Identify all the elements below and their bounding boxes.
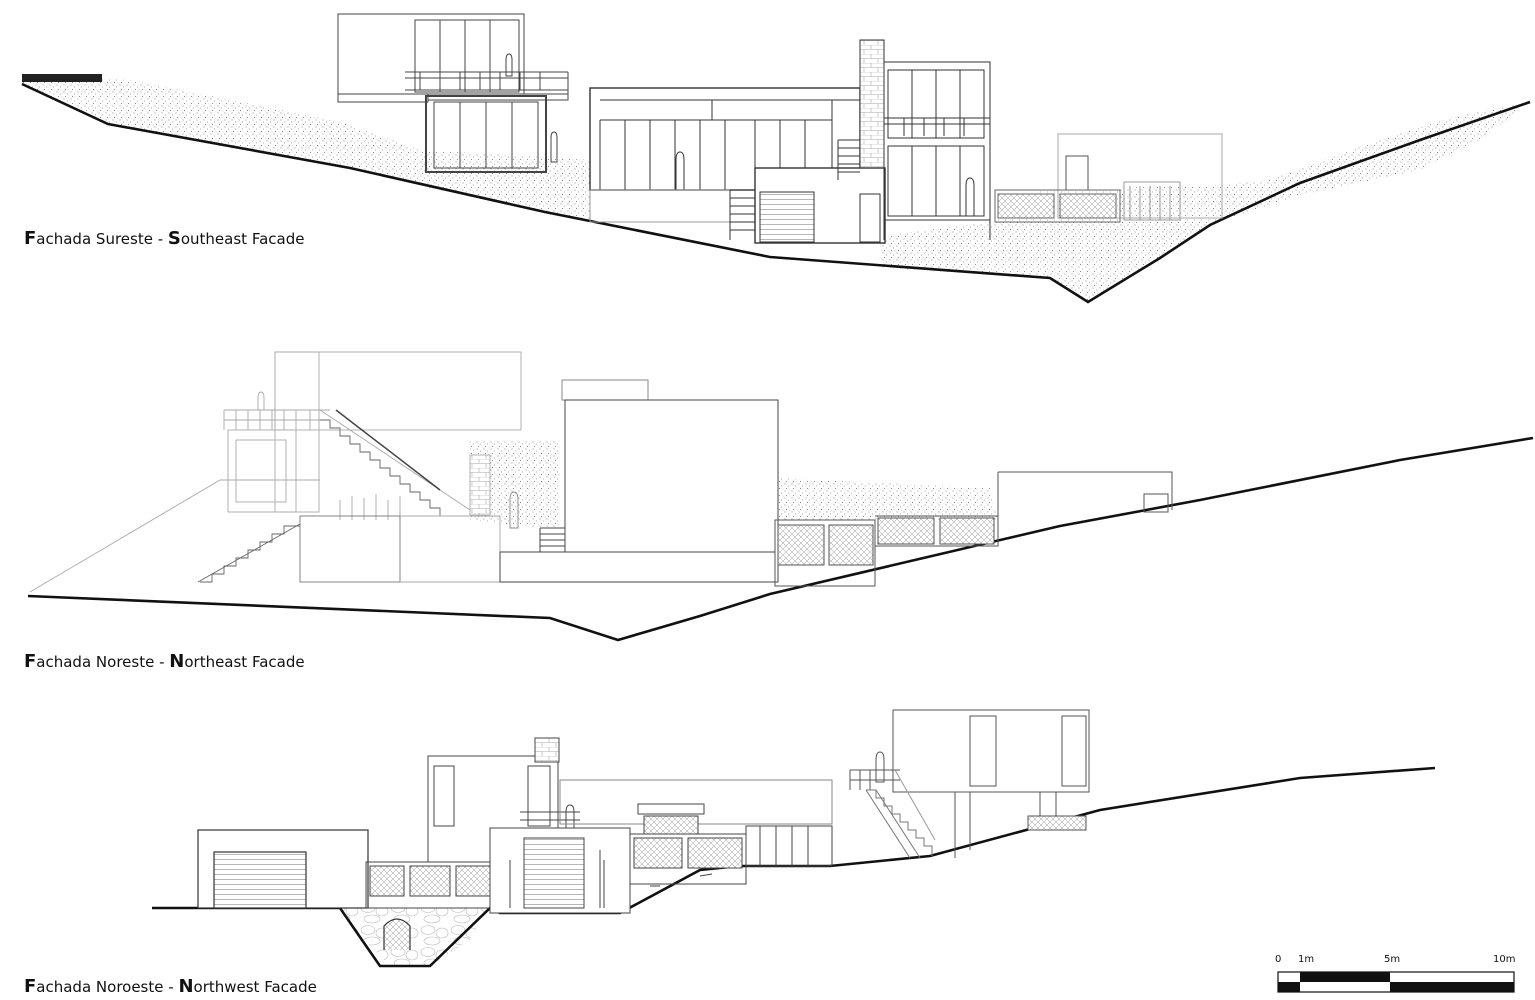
southeast-facade-drawing [21, 13, 1531, 304]
caption-initial: F [24, 651, 37, 672]
northeast-gravel-strip [775, 478, 998, 520]
scale-tick-10m: 10m [1493, 954, 1515, 965]
southeast-top-terrain-band [22, 74, 102, 82]
scale-bar: 0 1m 5m 10m [1275, 954, 1515, 993]
northeast-gravel-mid [470, 440, 560, 530]
caption-initial: S [167, 228, 181, 249]
scale-tick-5m: 5m [1384, 954, 1400, 965]
southeast-left-gravel [22, 76, 590, 222]
northeast-facade-caption: Fachada Noreste - Northeast Facade [24, 651, 305, 672]
southeast-right-gravel [880, 102, 1530, 302]
scale-tick-0: 0 [1275, 954, 1281, 965]
southeast-ground-line [21, 82, 1531, 304]
scale-tick-1m: 1m [1298, 954, 1314, 965]
northwest-facade-drawing [152, 709, 1436, 968]
southeast-facade-caption: Fachada Sureste - Southeast Facade [24, 228, 305, 249]
caption-initial: F [24, 976, 37, 997]
caption-initial: N [178, 976, 194, 997]
caption-initial: N [169, 651, 185, 672]
caption-initial: F [24, 228, 37, 249]
northwest-cobble-fill [340, 908, 490, 966]
northwest-facade-caption: Fachada Noroeste - Northwest Facade [24, 976, 317, 997]
northeast-facade-drawing [27, 351, 1534, 642]
northeast-ground-line [27, 436, 1534, 642]
